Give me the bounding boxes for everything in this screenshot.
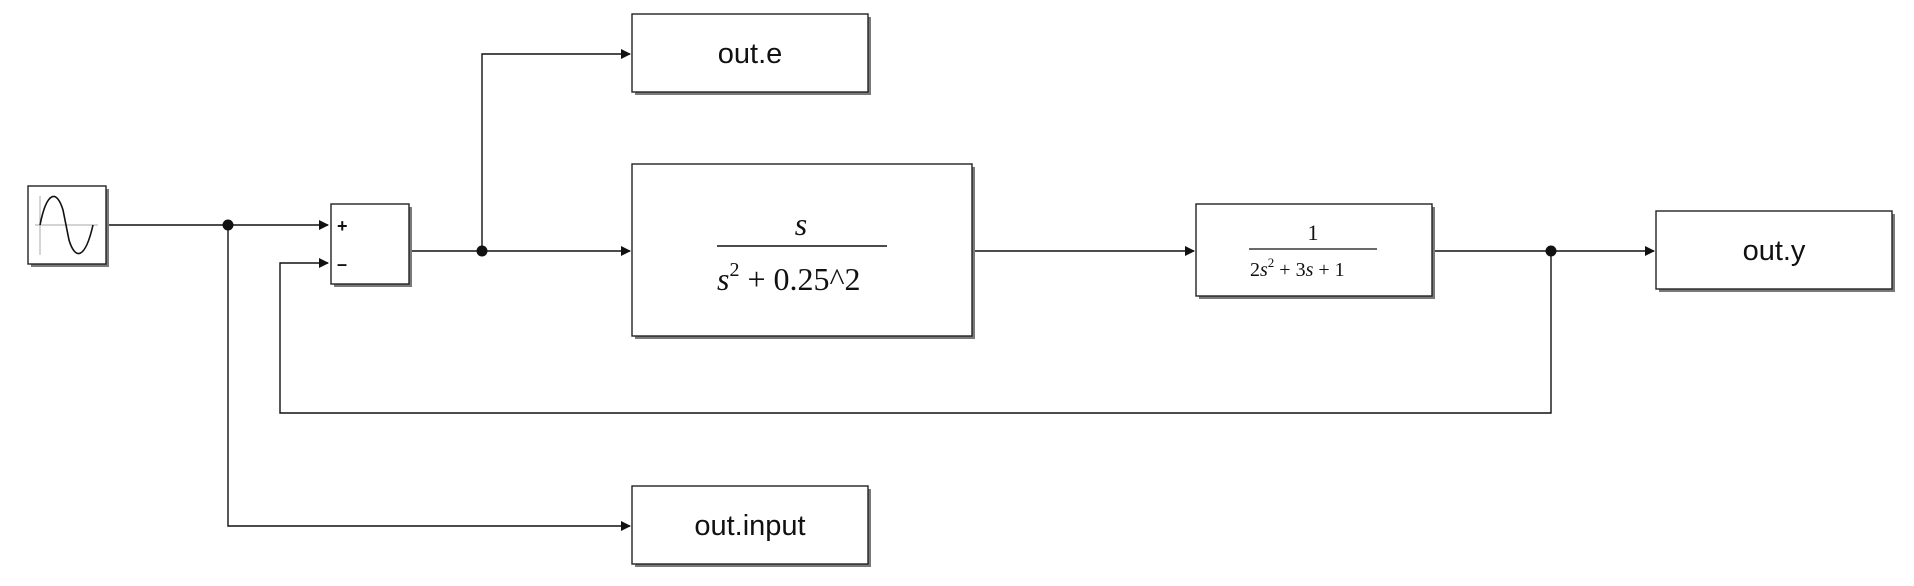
out-input-label: out.input: [694, 510, 805, 542]
sum-plus-sign: +: [337, 216, 348, 236]
line-branch-to-out-e[interactable]: [481, 49, 631, 251]
out-y-label: out.y: [1743, 235, 1806, 267]
sum-minus-sign: –: [337, 254, 347, 274]
out-e-block[interactable]: out.e: [631, 13, 871, 95]
line-branch-to-out-input[interactable]: [227, 225, 631, 531]
branch-point-output: [1545, 245, 1557, 257]
tf2-den-exp: 2: [1268, 255, 1275, 270]
tf2-den-a: 2: [1250, 259, 1260, 281]
tf1-den-var: s: [717, 261, 729, 297]
tf2-den-d: + 1: [1313, 259, 1344, 281]
tf2-den-b: s: [1260, 259, 1268, 281]
tf1-numerator: s: [795, 206, 807, 242]
tf2-denominator: 2s2 + 3s + 1: [1250, 255, 1345, 281]
out-input-block[interactable]: out.input: [631, 485, 871, 567]
out-y-block[interactable]: out.y: [1655, 210, 1895, 292]
branch-point-input: [222, 219, 234, 231]
sum-block[interactable]: + –: [330, 203, 412, 287]
sine-wave-source-block[interactable]: [27, 185, 109, 267]
transfer-function-1-block[interactable]: s s2 + 0.25^2: [631, 163, 975, 339]
branch-points: [222, 219, 1557, 257]
out-e-label: out.e: [718, 38, 783, 70]
signal-lines: [108, 49, 1655, 531]
tf2-den-rest: + 3: [1274, 259, 1305, 281]
tf2-den-c: s: [1306, 259, 1314, 281]
line-feedback[interactable]: [279, 251, 1552, 414]
tf1-den-rest: + 0.25^2: [739, 261, 860, 297]
transfer-function-2-block[interactable]: 1 2s2 + 3s + 1: [1195, 203, 1435, 299]
sine-wave-icon: [35, 195, 98, 255]
tf2-numerator: 1: [1308, 220, 1319, 245]
branch-point-error: [476, 245, 488, 257]
tf1-den-exp: 2: [729, 259, 739, 281]
tf1-denominator: s2 + 0.25^2: [717, 259, 861, 297]
